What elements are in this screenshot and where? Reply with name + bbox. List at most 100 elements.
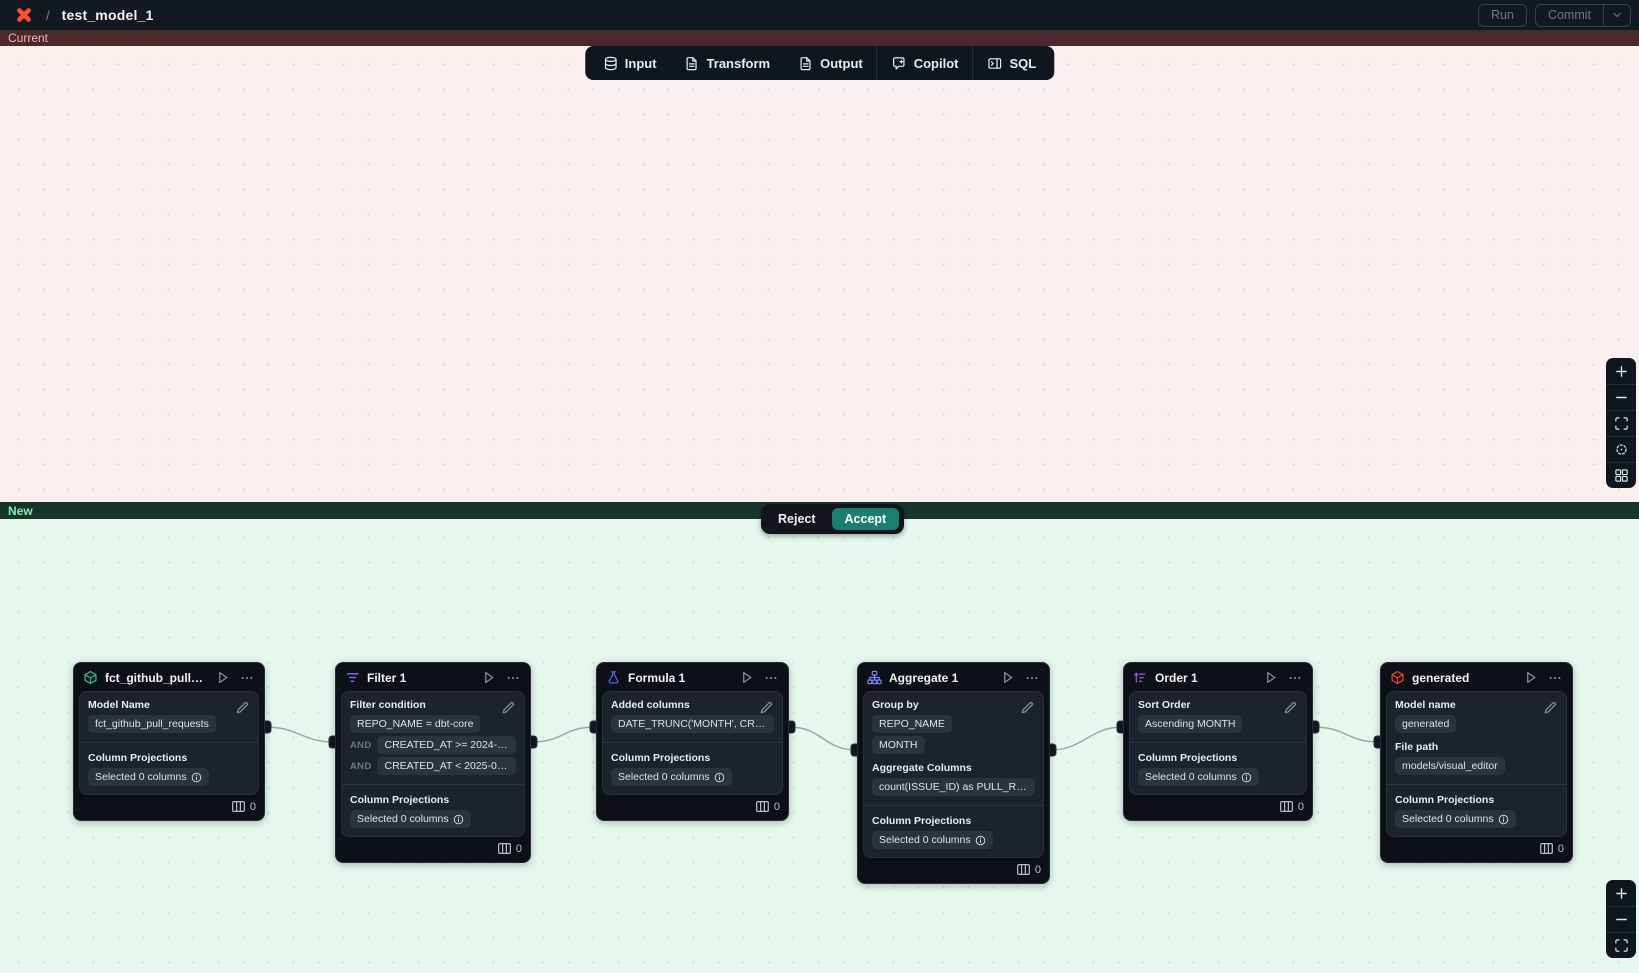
pencil-icon (1543, 700, 1558, 715)
column-count: 0 (249, 800, 256, 813)
toolbar-button-copilot[interactable]: Copilot (878, 46, 973, 80)
node-menu-button[interactable] (763, 670, 779, 686)
toolbar-button-output[interactable]: Output (784, 46, 877, 80)
value-chip[interactable]: Selected 0 columns (611, 768, 732, 786)
node-edit-button[interactable] (1542, 699, 1559, 716)
dbt-logo-icon[interactable] (14, 5, 34, 25)
value-chip[interactable]: Selected 0 columns (88, 768, 209, 786)
section-label: Column Projections (611, 752, 711, 764)
commit-button[interactable]: Commit (1536, 5, 1603, 26)
ellipsis-icon (506, 671, 520, 685)
zoom-in-button[interactable] (1606, 358, 1636, 384)
focus-button[interactable] (1606, 436, 1636, 462)
value-chip[interactable]: Selected 0 columns (350, 810, 471, 828)
node-run-button[interactable] (1523, 669, 1540, 686)
toolbar-button-input[interactable]: Input (589, 46, 671, 80)
info-icon[interactable] (191, 772, 202, 783)
value-chip[interactable]: models/visual_editor (1395, 757, 1505, 775)
node-edit-button[interactable] (758, 699, 775, 716)
node-title: Formula 1 (628, 670, 686, 685)
value-chip[interactable]: generated (1395, 715, 1457, 733)
new-label: New (8, 503, 33, 518)
fit-view-icon (1614, 938, 1629, 953)
node-menu-button[interactable] (239, 670, 255, 686)
value-chip[interactable]: CREATED_AT < 2025-03-01 (377, 757, 516, 775)
play-icon (482, 670, 497, 685)
node-footer: 0 (1124, 795, 1312, 820)
run-button[interactable]: Run (1478, 3, 1527, 27)
node-header: generated (1381, 663, 1572, 691)
toolbar-button-transform[interactable]: Transform (671, 46, 785, 80)
node-menu-button[interactable] (1547, 670, 1563, 686)
value-chip[interactable]: Selected 0 columns (1138, 768, 1259, 786)
document-icon (685, 56, 700, 71)
value-chip[interactable]: count(ISSUE_ID) as PULL_REQUEST_… (872, 778, 1035, 796)
info-icon[interactable] (714, 772, 725, 783)
node-menu-button[interactable] (1287, 670, 1303, 686)
info-icon[interactable] (1498, 814, 1509, 825)
columns-icon (1016, 862, 1031, 877)
section-label: Group by (872, 699, 919, 711)
chip-text: Selected 0 columns (95, 771, 187, 783)
node-edit-button[interactable] (234, 699, 251, 716)
value-chip[interactable]: Ascending MONTH (1138, 715, 1243, 733)
value-chip[interactable]: REPO_NAME (872, 715, 952, 733)
section-label: Column Projections (1395, 794, 1495, 806)
value-chip[interactable]: REPO_NAME = dbt-core (350, 715, 481, 733)
topbar-actions: Run Commit (1478, 3, 1631, 27)
zoom-in-button[interactable] (1606, 880, 1636, 906)
value-chip[interactable]: DATE_TRUNC('MONTH', CREATED_AT… (611, 715, 774, 733)
node-run-button[interactable] (1263, 669, 1280, 686)
value-chip[interactable]: MONTH (872, 736, 925, 754)
node-run-button[interactable] (739, 669, 756, 686)
node-edit-button[interactable] (1019, 699, 1036, 716)
sort-icon (1133, 670, 1148, 685)
section-label: Sort Order (1138, 699, 1191, 711)
node-fct_github_pull_requests[interactable]: fct_github_pull_requestsModel Namefct_gi… (73, 662, 265, 821)
node-title: Aggregate 1 (889, 670, 959, 685)
section-divider (80, 742, 258, 743)
node-run-button[interactable] (481, 669, 498, 686)
section-row: MONTH (872, 736, 1035, 754)
value-chip[interactable]: Selected 0 columns (872, 831, 993, 849)
node-menu-button[interactable] (505, 670, 521, 686)
chip-text: Selected 0 columns (618, 771, 710, 783)
layout-grid-button[interactable] (1606, 462, 1636, 488)
node-run-button[interactable] (215, 669, 232, 686)
node-title: Filter 1 (367, 670, 407, 685)
value-chip[interactable]: Selected 0 columns (1395, 810, 1516, 828)
current-canvas[interactable] (0, 46, 1639, 502)
toolbar-button-sql[interactable]: SQL (973, 46, 1050, 80)
node-edit-button[interactable] (1282, 699, 1299, 716)
commit-dropdown-button[interactable] (1603, 4, 1630, 26)
info-icon[interactable] (1241, 772, 1252, 783)
fit-view-button[interactable] (1606, 932, 1636, 958)
info-icon[interactable] (975, 835, 986, 846)
section-label: Added columns (611, 699, 690, 711)
fit-view-button[interactable] (1606, 410, 1636, 436)
cube-icon (1390, 670, 1405, 685)
value-chip[interactable]: fct_github_pull_requests (88, 715, 216, 733)
node-run-button[interactable] (1000, 669, 1017, 686)
value-chip[interactable]: CREATED_AT >= 2024-12-01 (377, 736, 516, 754)
info-icon[interactable] (453, 814, 464, 825)
reject-button[interactable]: Reject (766, 508, 828, 530)
section-row: Selected 0 columns (1138, 768, 1298, 786)
zoom-out-button[interactable] (1606, 906, 1636, 932)
zoom-out-button[interactable] (1606, 384, 1636, 410)
accept-button[interactable]: Accept (831, 508, 900, 530)
node-menu-button[interactable] (1024, 670, 1040, 686)
node-edit-button[interactable] (500, 699, 517, 716)
